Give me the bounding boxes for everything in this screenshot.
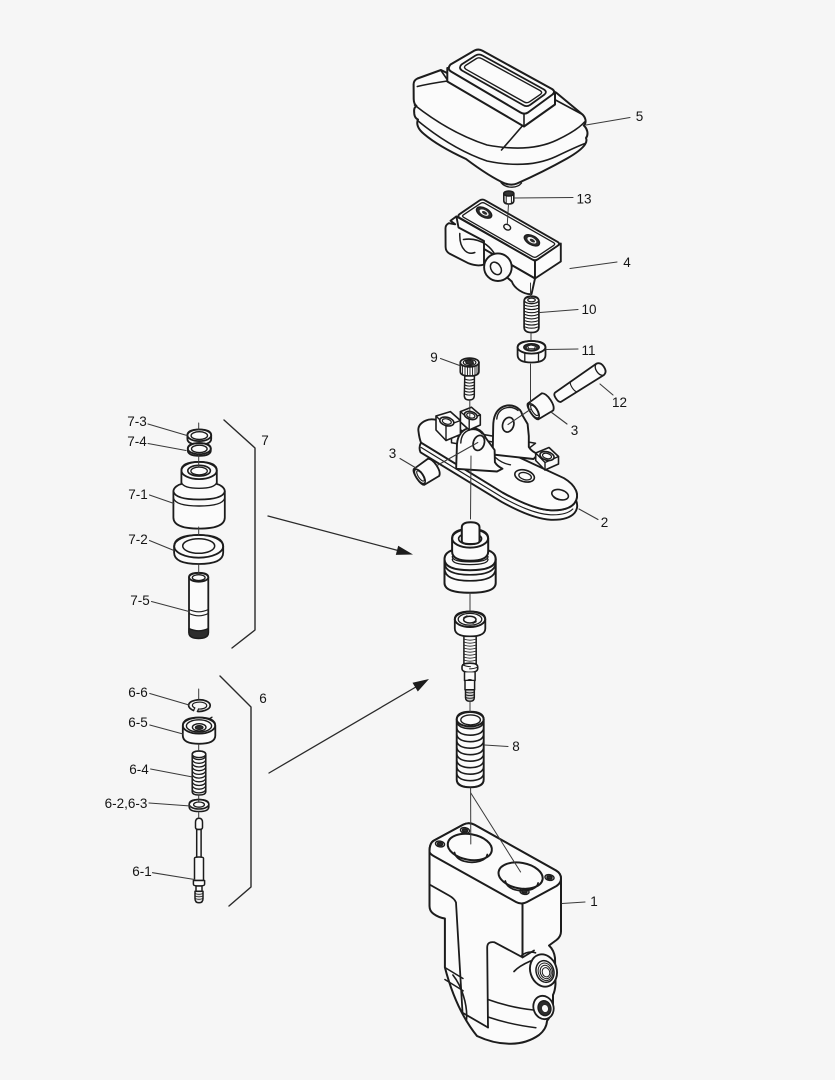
svg-text:7-3: 7-3 (127, 414, 147, 429)
svg-text:7-1: 7-1 (128, 487, 148, 502)
svg-text:12: 12 (612, 395, 627, 410)
svg-text:6: 6 (259, 691, 267, 706)
svg-text:6-2,6-3: 6-2,6-3 (105, 796, 148, 811)
svg-text:5: 5 (636, 109, 644, 124)
svg-text:3: 3 (389, 446, 397, 461)
svg-text:13: 13 (576, 192, 591, 207)
svg-text:7: 7 (261, 433, 269, 448)
svg-text:7-4: 7-4 (127, 434, 147, 449)
svg-text:6-5: 6-5 (128, 715, 148, 730)
svg-text:8: 8 (512, 739, 520, 754)
svg-text:2: 2 (601, 515, 609, 530)
svg-text:11: 11 (581, 343, 595, 358)
svg-text:6-6: 6-6 (128, 685, 148, 700)
svg-text:7-2: 7-2 (128, 532, 148, 547)
svg-text:7-5: 7-5 (130, 593, 150, 608)
svg-text:3: 3 (571, 423, 579, 438)
svg-text:4: 4 (623, 255, 631, 270)
svg-text:1: 1 (590, 894, 598, 909)
svg-text:9: 9 (430, 350, 438, 365)
svg-text:6-1: 6-1 (132, 864, 152, 879)
svg-text:6-4: 6-4 (129, 762, 149, 777)
svg-text:10: 10 (581, 302, 596, 317)
